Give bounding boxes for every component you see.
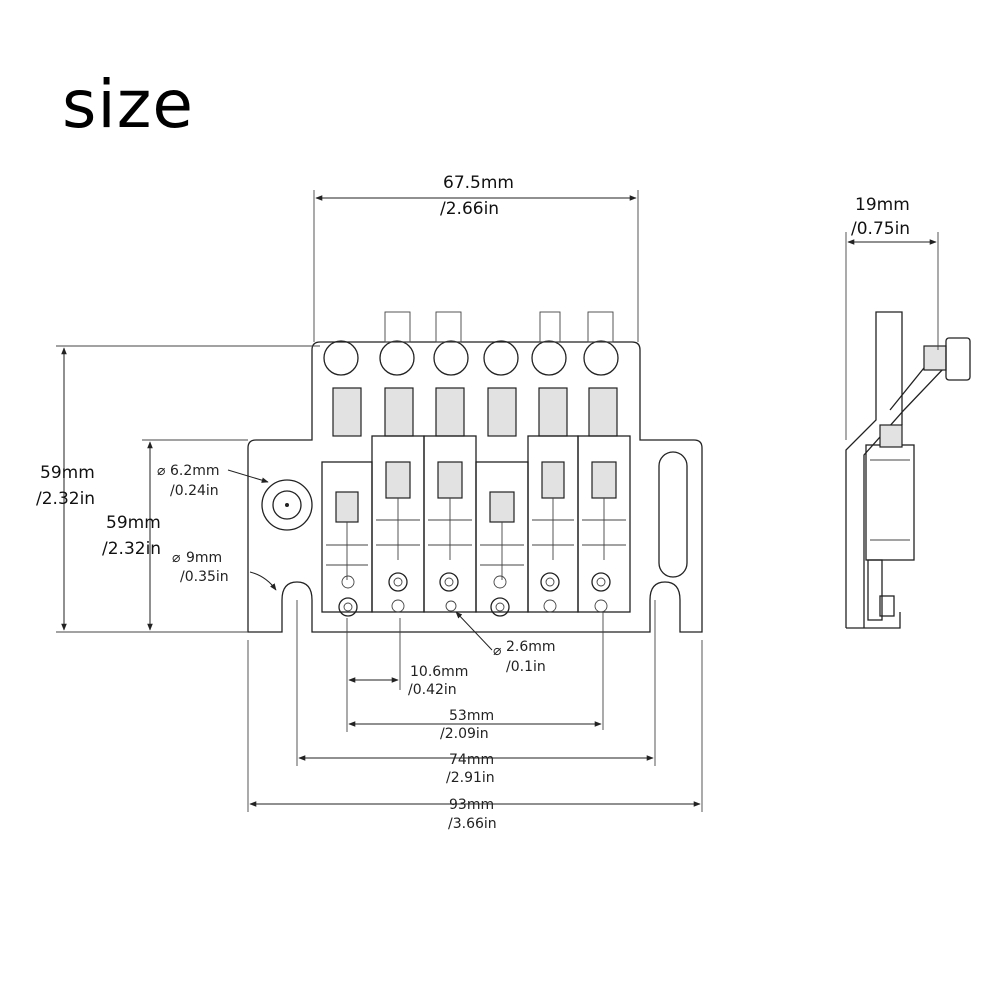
dim-base-width-in: /3.66in: [448, 816, 497, 832]
dim-post-hole-symbol: ⌀: [157, 463, 166, 479]
dim-height-outer-mm: 59mm: [40, 463, 95, 483]
saddles: [321, 435, 631, 613]
dim-base-width-mm: 93mm: [449, 797, 494, 813]
dim-mount-slots: 74mm /2.91in: [296, 600, 656, 786]
fine-tuner-tabs: [384, 311, 614, 343]
dim-height-outer-in: /2.32in: [36, 489, 95, 509]
base-plate-outline: [247, 341, 703, 633]
dim-post-hole: ⌀ 6.2mm /0.24in: [157, 463, 269, 499]
dim-height-inner-mm: 59mm: [106, 513, 161, 533]
page-title: size: [62, 66, 194, 143]
bridge-side-view: [845, 311, 971, 629]
dim-mount-slots-in: /2.91in: [446, 770, 495, 786]
dim-top-width-mm: 67.5mm: [443, 173, 514, 193]
saddle-screws: [338, 572, 611, 617]
saddle-blocks-upper: [332, 387, 618, 437]
dim-side-depth: 19mm /0.75in: [845, 195, 939, 440]
dim-side-depth-in: /0.75in: [851, 219, 910, 239]
dim-height-inner: 59mm /2.32in: [102, 439, 248, 631]
dim-top-width-in: /2.66in: [440, 199, 499, 219]
dim-mount-slot: ⌀ 9mm /0.35in: [172, 550, 277, 591]
dim-screw-hole: ⌀ 2.6mm /0.1in: [455, 611, 556, 675]
dim-outer-strings-in: /2.09in: [440, 726, 489, 742]
dim-post-hole-in: /0.24in: [170, 483, 219, 499]
dim-top-width: 67.5mm /2.66in: [313, 173, 639, 342]
dim-height-inner-in: /2.32in: [102, 539, 161, 559]
dim-string-spacing: 10.6mm /0.42in: [346, 618, 468, 732]
dim-height-outer: 59mm /2.32in: [36, 345, 320, 633]
dim-outer-strings: 53mm /2.09in: [348, 612, 604, 742]
dim-string-spacing-mm: 10.6mm: [410, 664, 468, 680]
dim-mount-slot-in: /0.35in: [180, 569, 229, 585]
dim-side-depth-mm: 19mm: [855, 195, 910, 215]
mount-slot-right: [658, 451, 688, 578]
dim-screw-hole-mm: 2.6mm: [506, 639, 556, 655]
dim-outer-strings-mm: 53mm: [449, 708, 494, 724]
dim-mount-slot-mm: 9mm: [186, 550, 222, 566]
pivot-post-hole: [261, 479, 313, 531]
bridge-front-view: [247, 311, 703, 633]
dim-post-hole-mm: 6.2mm: [170, 463, 220, 479]
dim-string-spacing-in: /0.42in: [408, 682, 457, 698]
dim-base-width: 93mm /3.66in: [247, 640, 703, 832]
dim-mount-slots-mm: 74mm: [449, 752, 494, 768]
dim-screw-hole-in: /0.1in: [506, 659, 546, 675]
dim-mount-slot-symbol: ⌀: [172, 550, 181, 566]
dim-screw-hole-symbol: ⌀: [493, 643, 502, 659]
lock-knobs: [323, 340, 619, 376]
